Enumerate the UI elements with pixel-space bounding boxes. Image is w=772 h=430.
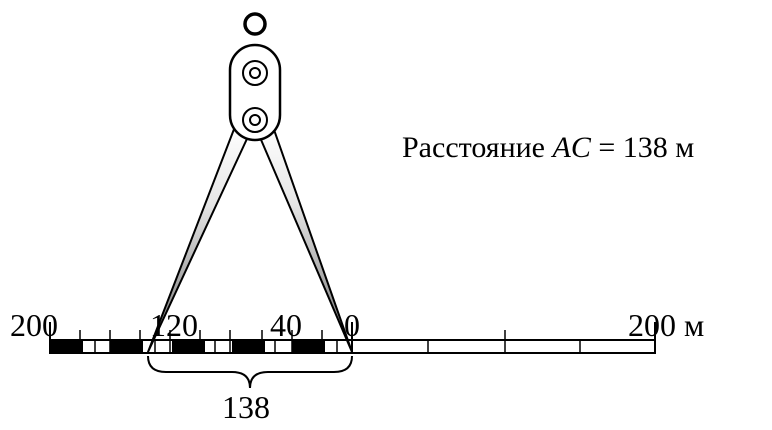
- dividers-icon: [147, 12, 353, 353]
- scale-segment-filled: [50, 340, 83, 353]
- scale-segment-filled: [110, 340, 143, 353]
- scale-label-zero: 0: [344, 307, 360, 343]
- scale-fine-subdivisions: [50, 340, 338, 353]
- scale-segment-filled: [172, 340, 205, 353]
- scale-segment-filled: [292, 340, 325, 353]
- ring-icon: [243, 12, 267, 36]
- curly-brace-icon: [147, 355, 353, 389]
- scale-major-ticks: [49, 322, 656, 353]
- measured-distance-label: 138: [222, 389, 270, 425]
- divider-left-leg: [147, 123, 253, 353]
- linear-scale-bar: 200 120 40 0 200 м: [10, 307, 704, 354]
- pivot-screw-icon: [242, 107, 268, 133]
- scale-label-120: 120: [150, 307, 198, 343]
- pivot-screw-icon: [242, 60, 268, 86]
- distance-caption: Расстояние AC = 138 м: [402, 131, 694, 164]
- divider-handle: [228, 43, 282, 142]
- scale-label-left: 200: [10, 307, 58, 343]
- scale-label-40: 40: [270, 307, 302, 343]
- scale-label-right: 200 м: [628, 307, 704, 343]
- scale-segment-filled: [232, 340, 265, 353]
